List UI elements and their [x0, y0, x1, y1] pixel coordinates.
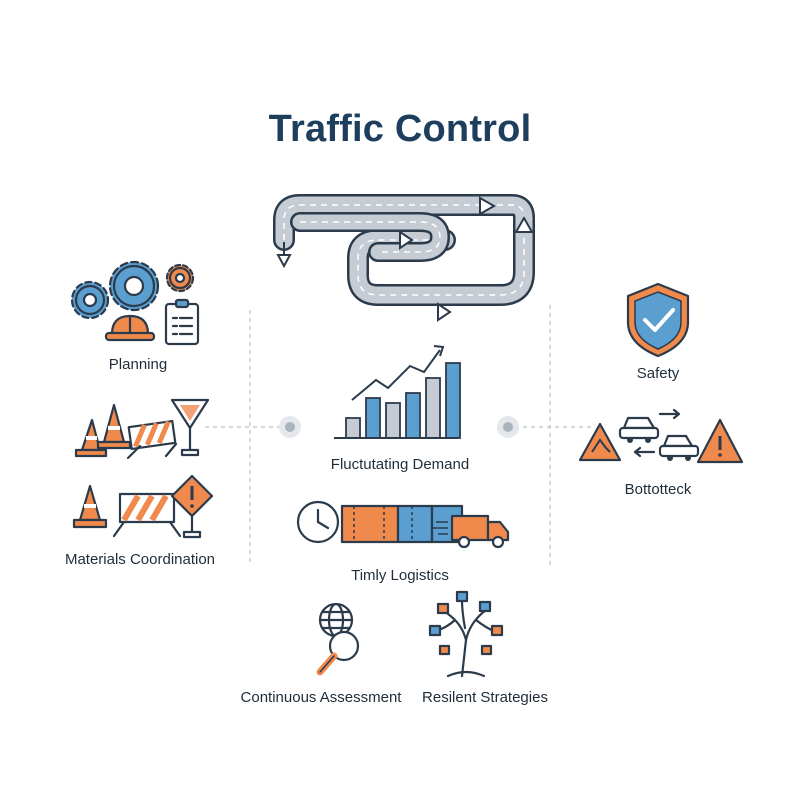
chart-bar — [405, 392, 421, 439]
traffic-cone-icon — [74, 403, 132, 458]
car-icon — [618, 408, 681, 443]
clock-icon — [296, 500, 340, 544]
gears-icon — [70, 260, 195, 320]
chart-bar — [425, 377, 441, 439]
resilient-strategies-label: Resilent Strategies — [422, 689, 548, 706]
timely-logistics-label: Timly Logistics — [351, 567, 449, 584]
logistics-conveyor — [340, 504, 464, 544]
truck-icon — [432, 514, 510, 549]
page-title: Traffic Control — [268, 108, 532, 150]
chart-bar — [345, 417, 361, 439]
tree-icon — [428, 590, 504, 678]
warning-sign-icon — [170, 474, 214, 539]
magnifier-icon — [316, 630, 360, 676]
demand-bar-chart — [334, 345, 461, 439]
hard-hat-icon — [104, 314, 156, 342]
clipboard-icon — [164, 298, 200, 346]
chart-bar — [385, 402, 401, 439]
dividers — [205, 305, 595, 565]
continuous-assessment-label: Continuous Assessment — [240, 689, 402, 706]
planning-label: Planning — [108, 356, 168, 373]
car-icon — [633, 434, 700, 461]
chart-bar — [445, 362, 461, 439]
traffic-cone-icon — [72, 484, 108, 529]
chart-bar — [365, 397, 381, 439]
road-arrows-icon — [273, 194, 535, 322]
safety-label: Safety — [636, 365, 680, 382]
bottleneck-label: Bottotteck — [624, 481, 692, 498]
barricade-icon — [112, 492, 182, 538]
yield-sign-icon — [170, 398, 210, 457]
globe-icon — [318, 602, 354, 638]
shield-check-icon — [626, 282, 690, 358]
materials-coordination-label: Materials Coordination — [64, 551, 216, 568]
barricade-icon — [126, 419, 178, 460]
fluctuating-demand-label: Fluctutating Demand — [330, 456, 470, 473]
warning-sign-icon — [578, 418, 744, 464]
